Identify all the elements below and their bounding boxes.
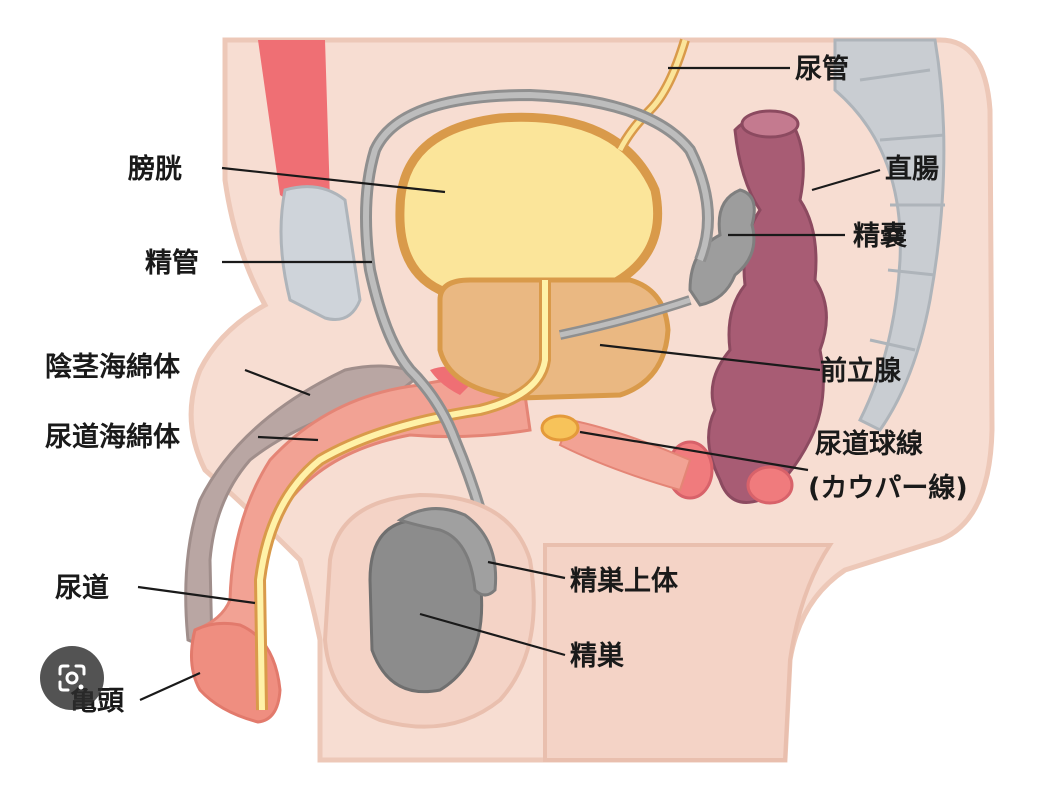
pubic-bone bbox=[279, 185, 362, 321]
label-rectum: 直腸 bbox=[885, 154, 939, 185]
label-seminal-vesicle: 精嚢 bbox=[853, 221, 907, 252]
label-bladder: 膀胱 bbox=[127, 153, 182, 185]
prostate bbox=[437, 277, 671, 401]
label-prostate: 前立腺 bbox=[820, 355, 902, 387]
label-corpus-cavernosum: 陰茎海綿体 bbox=[45, 351, 181, 383]
lens-search-icon bbox=[58, 664, 86, 692]
epididymis bbox=[396, 507, 498, 597]
label-testis: 精巣 bbox=[570, 641, 624, 672]
label-ureter: 尿管 bbox=[795, 54, 849, 85]
label-vas-deferens: 精管 bbox=[145, 248, 199, 279]
label-epididymis: 精巣上体 bbox=[570, 566, 679, 597]
cowper-gland bbox=[540, 414, 580, 442]
lens-search-button[interactable] bbox=[40, 646, 104, 710]
artery bbox=[258, 40, 330, 204]
thigh bbox=[543, 543, 834, 762]
label-corpus-spongiosum: 尿道海綿体 bbox=[45, 421, 181, 453]
label-cowper-gland: (カウパー線) bbox=[808, 472, 968, 504]
label-urethra: 尿道 bbox=[55, 572, 109, 604]
label-bulbourethral-gland: 尿道球線 bbox=[815, 428, 923, 460]
